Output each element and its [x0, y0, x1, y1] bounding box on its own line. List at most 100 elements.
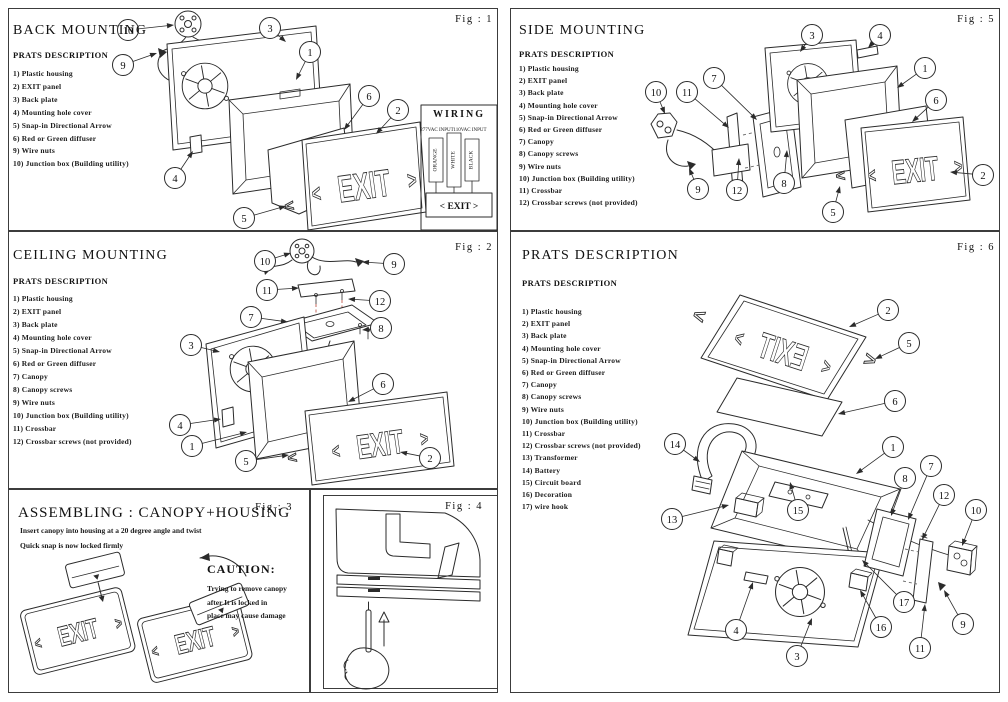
list-item: after It is locked in — [207, 597, 268, 607]
list-item: 2) EXIT panel — [13, 81, 62, 91]
list-item: 3) Back plate — [13, 94, 58, 104]
fig2-hole-cover-drawing — [221, 406, 235, 428]
fig2-chevron-right: > — [419, 426, 430, 451]
list-item: 12) Crossbar screws (not provided) — [522, 441, 641, 451]
svg-text:12: 12 — [375, 297, 386, 308]
fig6-diagram: EXIT < > < > — [661, 294, 987, 667]
list-item: 8) Canopy screws — [13, 385, 73, 394]
list-item: 10) Junction box (Building utility) — [13, 159, 129, 169]
callout-6: 6 — [912, 89, 947, 122]
callout-4: 4 — [169, 414, 221, 436]
fig4-hand-tool-drawing — [343, 601, 390, 690]
list-item: 3) Back plate — [519, 88, 564, 98]
callout-2: 2 — [400, 447, 441, 469]
callout-10: 10 — [962, 499, 987, 546]
fig1-exit-panel-drawing: EXIT < > — [301, 121, 427, 231]
fig-label: Fig : 5 — [957, 14, 995, 25]
callout-6: 6 — [344, 85, 380, 130]
callout-4: 4 — [725, 582, 754, 641]
list-item: 4) Mounting hole cover — [13, 107, 92, 117]
list-item: 9) Wire nuts — [522, 404, 564, 414]
wiring-input-right: 110VAC INPUT — [453, 128, 486, 133]
svg-text:5: 5 — [830, 208, 835, 219]
svg-text:1: 1 — [307, 48, 312, 59]
svg-text:4: 4 — [877, 31, 883, 42]
callout-9: 9 — [112, 52, 157, 76]
svg-text:12: 12 — [939, 491, 950, 502]
list-item: 14) Battery — [522, 465, 561, 475]
list-item: 9) Wire nuts — [13, 146, 55, 156]
svg-text:6: 6 — [366, 92, 371, 103]
list-item: 5) Snap-in Directional Arrow — [13, 346, 112, 355]
callout-11: 11 — [256, 279, 299, 301]
svg-text:11: 11 — [262, 286, 272, 297]
list-item: place may cause damage — [207, 611, 286, 620]
fig6-hole-cover-drawing — [743, 571, 769, 585]
fig6-canopy-drawing — [863, 508, 917, 577]
panel-subtitle: PRATS DESCRIPTION — [13, 276, 109, 286]
fig6-junction-box-drawing — [946, 540, 978, 576]
svg-text:4: 4 — [172, 174, 178, 185]
callout-7: 7 — [908, 455, 942, 520]
fig3-sign-a-chevron-right: > — [113, 614, 124, 634]
wire-label-black: BLACK — [469, 151, 475, 170]
panel-parts-description: EXIT < > < > — [510, 231, 1000, 693]
callout-5: 5 — [233, 205, 286, 229]
list-item: 12) Crossbar screws (not provided) — [519, 198, 638, 208]
fig5-crossbar-drawing — [711, 112, 765, 191]
fig6-free-chevron-right: > — [861, 348, 879, 373]
callout-14: 14 — [664, 433, 700, 462]
callout-2: 2 — [849, 299, 899, 327]
svg-text:6: 6 — [892, 397, 897, 408]
fig-label: Fig : 4 — [445, 501, 483, 512]
list-item: 3) Back plate — [522, 331, 567, 341]
callout-10: 10 — [254, 250, 291, 272]
callout-15: 15 — [787, 482, 809, 521]
fig3-twist-arrow — [199, 553, 247, 577]
list-item: 17) wire hook — [522, 502, 569, 512]
wiring-box: WIRING 277VAC INPUT 110VAC INPUT ORANGE … — [420, 104, 498, 231]
list-item: 7) Canopy — [13, 372, 48, 381]
svg-text:1: 1 — [922, 64, 927, 75]
fig2-chevron-left: < — [330, 439, 341, 464]
callout-16: 16 — [860, 590, 892, 638]
list-item: 9) Wire nuts — [13, 398, 55, 407]
panel-title: PRATS DESCRIPTION — [522, 248, 679, 263]
wiring-input-left: 277VAC INPUT — [420, 128, 453, 133]
callout-8: 8 — [362, 317, 392, 339]
svg-text:10: 10 — [971, 506, 982, 517]
svg-text:15: 15 — [793, 506, 804, 517]
fig6-battery-drawing — [691, 423, 757, 495]
fig6-free-chevron-left: < — [690, 304, 708, 329]
svg-text:14: 14 — [670, 440, 681, 451]
callout-1: 1 — [181, 431, 247, 457]
wiring-title: WIRING — [433, 109, 485, 120]
fig6-circuit-board-drawing — [768, 481, 829, 509]
svg-text:16: 16 — [876, 623, 887, 634]
fig3-sign-b-chevron-left: < — [150, 642, 161, 662]
fig4-sign-corner-drawing — [335, 508, 481, 602]
fig-label: Fig : 6 — [957, 242, 995, 253]
svg-text:2: 2 — [885, 306, 890, 317]
svg-text:13: 13 — [667, 515, 678, 526]
list-item: 8) Canopy screws — [519, 149, 579, 159]
list-item: 1) Plastic housing — [13, 69, 73, 78]
fig3-diagram: EXIT < > EXIT < > — [20, 551, 253, 683]
svg-text:6: 6 — [933, 96, 938, 107]
svg-text:4: 4 — [177, 421, 183, 432]
fig6-wire-nut-drawing — [938, 582, 946, 591]
fig3-sign-b-chevron-right: > — [230, 622, 241, 642]
callout-8: 8 — [773, 150, 795, 194]
fig6-diffuser-drawing — [716, 377, 843, 437]
panel-title: ASSEMBLING : CANOPY+HOUSING — [18, 505, 291, 521]
svg-text:9: 9 — [960, 620, 965, 631]
panel-title: CEILING MOUNTING — [13, 248, 168, 263]
wiring-exit-label: < EXIT > — [440, 202, 479, 212]
fig5-exit-panel-drawing: EXIT < > — [860, 116, 971, 213]
list-item: 8) Canopy screws — [522, 392, 582, 402]
wire-label-white: WHITE — [451, 151, 457, 169]
